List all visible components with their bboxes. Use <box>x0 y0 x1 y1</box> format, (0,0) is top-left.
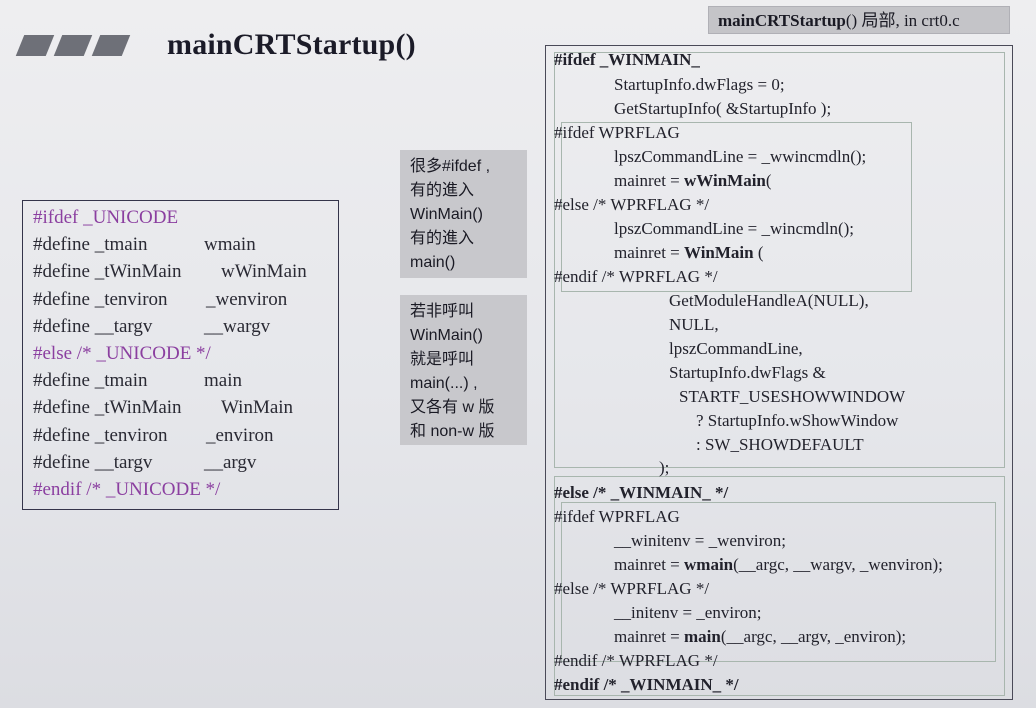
macro-directive: #define _tWinMain <box>33 261 182 283</box>
macro-value: WinMain <box>221 397 294 419</box>
macro-line: #else /* _UNICODE */ <box>33 343 211 365</box>
code-line: lpszCommandLine, <box>669 339 803 358</box>
macro-directive: #define _tenviron <box>33 424 168 446</box>
macro-line: #define _tWinMain <box>33 261 182 283</box>
note-line: 就是呼叫 <box>410 351 475 368</box>
note-line: main() <box>410 254 456 271</box>
macro-directive: #define _tmain <box>33 370 148 392</box>
macro-line: #define _tenviron <box>33 425 168 447</box>
code-line: GetModuleHandleA(NULL), <box>669 291 869 310</box>
note-line: 有的進入 <box>410 182 475 199</box>
macro-directive: #else /* _UNICODE */ <box>33 343 211 364</box>
code-line-endif-wprflag: #endif /* WPRFLAG */ <box>554 267 718 286</box>
code-line: StartupInfo.dwFlags = 0; <box>614 75 785 94</box>
macro-directive: #define _tWinMain <box>33 397 182 419</box>
decor-bar-3 <box>91 35 131 56</box>
code-line-endif-wprflag-2: #endif /* WPRFLAG */ <box>554 651 718 670</box>
code-line: __winitenv = _wenviron; <box>614 531 787 550</box>
code-line: ? StartupInfo.wShowWindow <box>696 411 899 430</box>
code-line-endif-winmain: #endif /* _WINMAIN_ */ <box>554 675 739 694</box>
macro-directive: #define _tenviron <box>33 288 168 310</box>
code-line-ifdef-wprflag-2: #ifdef WPRFLAG <box>554 507 680 526</box>
macro-value: main <box>204 370 242 392</box>
wprflag-block-2 <box>561 502 996 662</box>
macro-line: #ifdef _UNICODE <box>33 207 178 229</box>
macro-value: _wenviron <box>206 288 288 310</box>
macro-line: #define _tmain <box>33 234 148 256</box>
source-tag: mainCRTStartup() 局部, in crt0.c <box>708 6 1010 34</box>
unicode-macro-box: #ifdef _UNICODE #define _tmain wmain #defin… <box>22 200 339 510</box>
note-line: 又各有 w 版 <box>410 399 495 416</box>
note-line: WinMain() <box>410 327 483 344</box>
code-line-else-wprflag-2: #else /* WPRFLAG */ <box>554 579 710 598</box>
tag-function: mainCRTStartup <box>718 11 846 30</box>
note-line: WinMain() <box>410 206 483 223</box>
note-line: 很多#ifdef , <box>410 158 491 175</box>
note-line: 有的進入 <box>410 230 475 247</box>
code-line-close-paren: ); <box>659 458 670 477</box>
macro-value: _environ <box>206 424 274 446</box>
page-title: mainCRTStartup() <box>167 28 416 61</box>
code-line-wwinmain: mainret = wWinMain( <box>614 171 772 190</box>
decor-bar-2 <box>53 35 93 56</box>
macro-line: #define _tenviron <box>33 289 168 311</box>
macro-line: #define _tWinMain <box>33 397 182 419</box>
code-panel: #ifdef _WINMAIN_ StartupInfo.dwFlags = 0… <box>545 45 1013 700</box>
macro-directive: #define _tmain <box>33 234 148 256</box>
macro-value: wWinMain <box>221 261 307 283</box>
code-line: NULL, <box>669 315 719 334</box>
code-line: lpszCommandLine = _wincmdln(); <box>614 219 854 238</box>
macro-line: #endif /* _UNICODE */ <box>33 479 220 501</box>
code-line: StartupInfo.dwFlags & <box>669 363 826 382</box>
decor-bar-1 <box>15 35 55 56</box>
code-line-winmain: mainret = WinMain ( <box>614 243 764 262</box>
note-line: main(...) , <box>410 375 478 392</box>
macro-directive: #endif /* _UNICODE */ <box>33 479 221 500</box>
code-line: lpszCommandLine = _wwincmdln(); <box>614 147 867 166</box>
note-winmain-main: 很多#ifdef , 有的進入 WinMain() 有的進入 main() <box>400 150 527 278</box>
code-line: STARTF_USESHOWWINDOW <box>679 387 906 406</box>
macro-directive: #ifdef _UNICODE <box>33 207 179 228</box>
note-line: 若非呼叫 <box>410 303 475 320</box>
code-line-wmain: mainret = wmain(__argc, __wargv, _wenvir… <box>614 555 943 574</box>
note-line: 和 non-w 版 <box>410 423 495 440</box>
macro-value: wmain <box>204 234 256 256</box>
macro-directive: #define __targv <box>33 451 153 473</box>
note-w-versions: 若非呼叫 WinMain() 就是呼叫 main(...) , 又各有 w 版和 non… <box>400 295 527 445</box>
wprflag-block-1 <box>561 122 912 292</box>
code-line-ifdef-winmain: #ifdef _WINMAIN_ <box>554 50 700 69</box>
winmain-block <box>554 52 1005 468</box>
code-line: : SW_SHOWDEFAULT <box>696 435 864 454</box>
code-line-ifdef-wprflag: #ifdef WPRFLAG <box>554 123 680 142</box>
macro-directive: #define __targv <box>33 315 153 337</box>
macro-line: #define __targv <box>33 452 152 474</box>
code-line-else-wprflag: #else /* WPRFLAG */ <box>554 195 710 214</box>
macro-value: __argv <box>204 451 257 473</box>
code-line: GetStartupInfo( &StartupInfo ); <box>614 99 832 118</box>
code-line-main: mainret = main(__argc, __argv, _environ)… <box>614 627 907 646</box>
macro-value: __wargv <box>204 315 271 337</box>
else-winmain-block <box>554 476 1005 696</box>
macro-line: #define _tmain <box>33 370 148 392</box>
code-line-else-winmain: #else /* _WINMAIN_ */ <box>554 483 729 502</box>
tag-location: () 局部, in crt0.c <box>845 11 960 30</box>
macro-line: #define __targv <box>33 316 152 338</box>
code-line: __initenv = _environ; <box>614 603 762 622</box>
